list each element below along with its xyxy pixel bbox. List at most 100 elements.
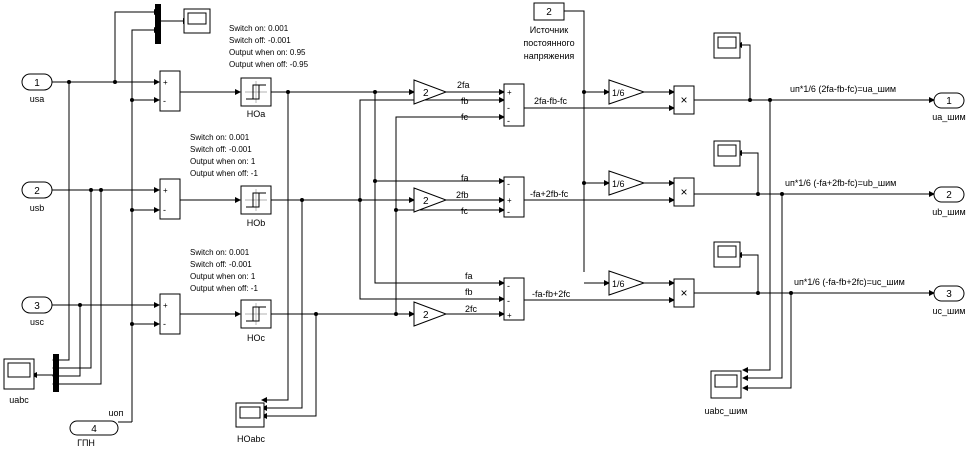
outport-uc[interactable]: 3 uc_шим [933,285,966,316]
branch-points [67,80,793,326]
gain-sixth-a[interactable]: 1/6 [608,79,646,105]
inport-usb[interactable]: 2 usb [21,181,53,213]
sum-sign: - [507,296,510,306]
inport-usb-label: usb [30,203,45,213]
sum-input-labels: 2fa fb fc fa 2fb fc fa fb 2fc [456,80,478,314]
output-expressions: uп*1/6 (2fa-fb-fc)=ua_шим uп*1/6 (-fa+2f… [785,84,905,287]
sum-sign: - [507,116,510,126]
relay-param: Switch on: 0.001 [190,133,250,142]
sum-input-a[interactable]: + - [159,70,181,112]
inport-usa[interactable]: 1 usa [21,73,53,104]
sum-c[interactable]: - - + [503,277,525,321]
outport-uc-number: 3 [946,289,952,300]
constant-label-line: постоянного [523,38,574,48]
sum-a[interactable]: + - - [503,83,525,127]
relay-hoc[interactable]: HOc [240,299,272,343]
scope-hoabc-label: HOabc [237,434,266,444]
sum-sign: - [163,96,166,106]
sum-sign: + [507,88,512,97]
scope-top[interactable] [183,8,211,34]
gain-value: 2 [423,310,429,321]
inport-uop[interactable]: 4 ГПН uоп [69,408,124,448]
relay-param: Switch off: -0.001 [229,36,291,45]
sum-sign: + [163,301,168,310]
mux-uabc[interactable] [53,354,59,392]
gain-2-c[interactable]: 2 [413,301,448,327]
outport-ub-number: 2 [946,190,952,201]
signal-label: 2fb [456,190,469,200]
relay-param: Output when off: -1 [190,284,258,293]
signal-label: fb [465,287,473,297]
constant-label-line: Источник [530,25,568,35]
product-c[interactable]: × [673,278,695,308]
sum-input-b[interactable]: + - [159,178,181,220]
signal-label: fc [461,112,469,122]
relay-hoc-params: Switch on: 0.001 Switch off: -0.001 Outp… [190,248,258,293]
constant-label: Источник постоянного напряжения [523,25,574,61]
relay-param: Switch off: -0.001 [190,145,252,154]
outport-ua-label: ua_шим [932,112,965,122]
sum-sign: + [507,311,512,320]
scope-uabc[interactable]: uabc [3,358,35,405]
scope-uabc-shim-label: uabc_шим [705,406,748,416]
relay-param: Output when on: 1 [190,157,256,166]
sum-b[interactable]: - + - [503,176,525,218]
sum-sign: - [507,103,510,113]
sum-input-c[interactable]: + - [159,293,181,335]
constant-source[interactable]: 2 [533,2,565,21]
product-symbol: × [680,286,687,300]
gain-value: 1/6 [612,179,625,189]
gain-value: 2 [423,196,429,207]
outport-ub-label: ub_шим [932,207,965,217]
scope-uabc-shim[interactable]: uabc_шим [705,370,748,416]
gain-2-a[interactable]: 2 [413,79,448,105]
output-expression: uп*1/6 (-fa+2fb-fc)=ub_шим [785,178,896,188]
mux-top[interactable] [155,4,161,44]
relay-hoa-params: Switch on: 0.001 Switch off: -0.001 Outp… [229,24,309,69]
relay-hoa[interactable]: HOa [240,77,272,119]
scope-uc[interactable] [713,241,741,268]
product-b[interactable]: × [673,177,695,207]
scope-uabc-label: uabc [9,395,29,405]
scope-hoabc[interactable]: HOabc [235,402,266,444]
inport-uop-label: ГПН [77,438,95,448]
outport-uc-label: uc_шим [933,306,966,316]
gain-2-b[interactable]: 2 [413,187,448,213]
signal-label: fb [461,96,469,106]
relay-param: Output when off: -0.95 [229,60,309,69]
product-symbol: × [680,185,687,199]
gain-value: 1/6 [612,88,625,98]
sum-sign: - [163,205,166,215]
inport-usc-label: usc [30,317,45,327]
signal-label: 2fa [457,80,470,90]
output-expression: uп*1/6 (2fa-fb-fc)=ua_шим [790,84,896,94]
signal-label: fa [461,173,469,183]
outport-ub[interactable]: 2 ub_шим [932,186,966,217]
relay-hoa-label: HOa [247,109,266,119]
signal-label: 2fa-fb-fc [534,96,568,106]
inport-usa-label: usa [30,94,45,104]
relay-param: Switch on: 0.001 [190,248,250,257]
gain-sixth-b[interactable]: 1/6 [608,170,646,196]
sum-sign: - [507,179,510,189]
sum-sign: + [163,78,168,87]
signal-label: -fa+2fb-fc [530,189,569,199]
product-symbol: × [680,93,687,107]
outport-ua[interactable]: 1 ua_шим [932,92,966,122]
inport-uop-number: 4 [91,424,97,435]
scope-ua[interactable] [713,32,741,59]
output-expression: uп*1/6 (-fa-fb+2fc)=uc_шим [794,277,905,287]
relay-hob-params: Switch on: 0.001 Switch off: -0.001 Outp… [190,133,258,178]
gain-sixth-c[interactable]: 1/6 [608,270,646,296]
constant-label-line: напряжения [524,51,575,61]
sum-sign: - [507,281,510,291]
constant-value: 2 [546,7,552,18]
product-a[interactable]: × [673,85,695,115]
scope-ub[interactable] [713,140,741,167]
inport-usc[interactable]: 3 usc [21,296,53,327]
relay-param: Output when on: 0.95 [229,48,306,57]
sum-sign: + [163,186,168,195]
relay-hob[interactable]: HOb [240,185,272,228]
relay-param: Switch off: -0.001 [190,260,252,269]
